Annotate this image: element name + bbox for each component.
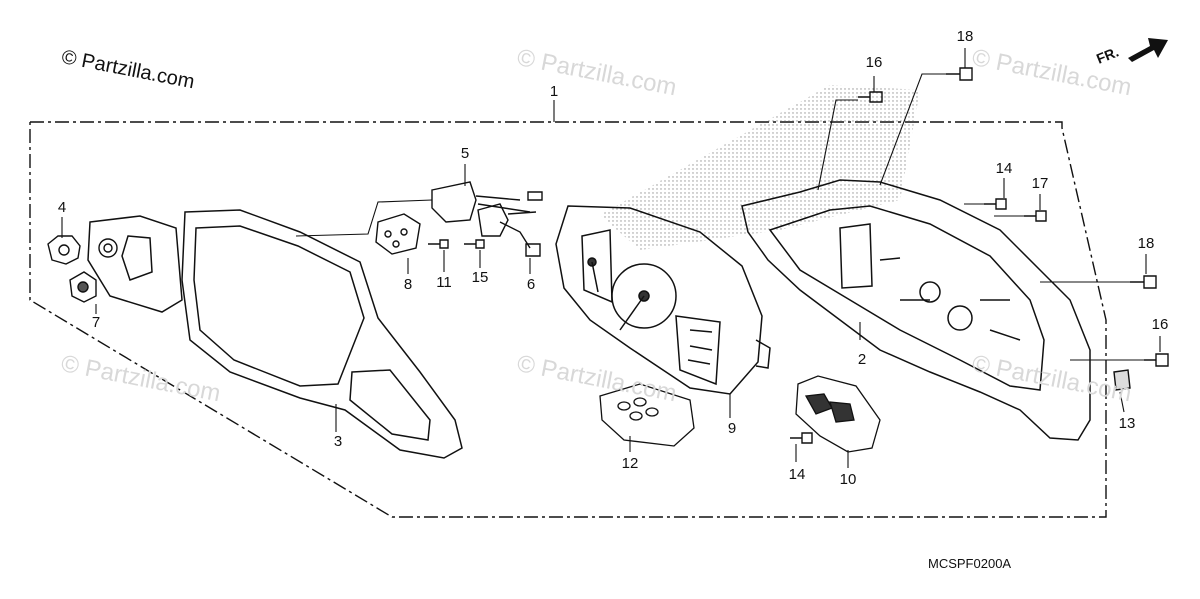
callout-1: 1 xyxy=(549,83,559,100)
callout-12: 12 xyxy=(621,455,639,472)
callout-16-top: 16 xyxy=(865,54,883,71)
callout-11: 11 xyxy=(436,274,452,291)
callout-9: 9 xyxy=(727,420,737,437)
callout-14-right: 14 xyxy=(995,160,1013,177)
callout-18-right: 18 xyxy=(1137,235,1155,252)
label-part-12 xyxy=(599,383,695,447)
bolt-part-14-right xyxy=(984,198,1007,210)
knob-part-7 xyxy=(69,271,97,303)
rear-case-part-2 xyxy=(741,179,1091,441)
callout-16-right: 16 xyxy=(1151,316,1169,333)
hatched-shadow xyxy=(600,85,920,250)
screw-part-11 xyxy=(428,239,449,249)
bolt-part-18-right xyxy=(1130,275,1157,289)
callout-18-top: 18 xyxy=(956,28,974,45)
bolt-part-16-top xyxy=(858,91,883,103)
leader-lines xyxy=(61,48,1161,468)
cap-part-13 xyxy=(1113,369,1131,391)
harness-part-6 xyxy=(477,203,541,257)
knob-part-4 xyxy=(47,235,118,265)
callout-17: 17 xyxy=(1031,175,1049,192)
callout-2: 2 xyxy=(857,351,867,368)
assembly-boundary xyxy=(29,121,1107,518)
callout-4: 4 xyxy=(57,199,67,216)
screw-part-15 xyxy=(464,239,485,249)
front-direction-arrow xyxy=(1128,38,1168,62)
callout-10: 10 xyxy=(839,471,857,488)
callout-13: 13 xyxy=(1118,415,1136,432)
switch-part-5 xyxy=(431,181,543,223)
callout-8: 8 xyxy=(403,276,413,293)
bolt-part-16-right xyxy=(1144,353,1169,367)
socket-part-8 xyxy=(375,213,421,255)
meter-cover-part-3 xyxy=(87,209,463,459)
bolt-part-17 xyxy=(1024,210,1047,222)
callout-5: 5 xyxy=(460,145,470,162)
diagram-code: MCSPF0200A xyxy=(928,556,1012,571)
bolt-part-14-bottom xyxy=(790,432,813,444)
callout-15: 15 xyxy=(471,269,489,286)
callout-7: 7 xyxy=(91,314,101,331)
callout-14-bottom: 14 xyxy=(788,466,806,483)
bolt-part-18-top xyxy=(946,67,973,81)
callout-6: 6 xyxy=(526,276,536,293)
callout-3: 3 xyxy=(333,433,343,450)
pad-part-10 xyxy=(795,375,881,453)
